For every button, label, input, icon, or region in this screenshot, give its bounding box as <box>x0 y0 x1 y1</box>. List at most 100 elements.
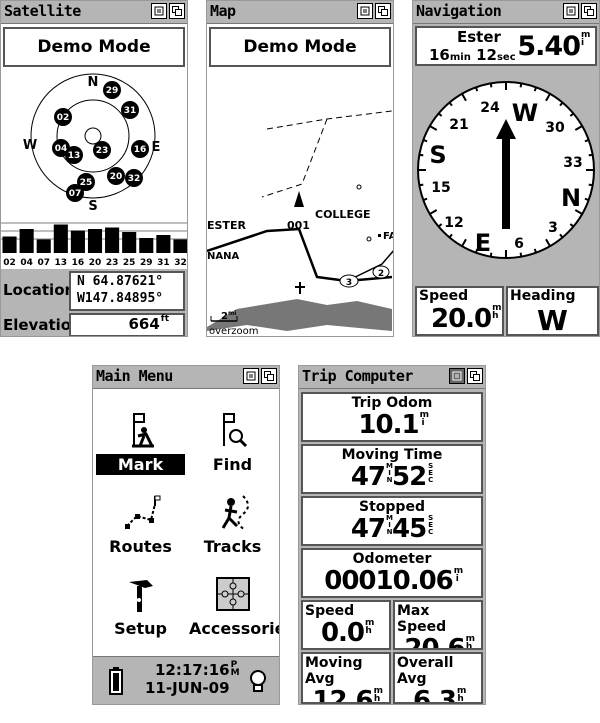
compass-tick <box>588 153 593 157</box>
compass-tick <box>419 153 424 157</box>
navigation-screen: Navigation Ester 16min 12sec 5.40mi W S … <box>412 0 600 337</box>
dial-e: E <box>475 229 491 257</box>
clock-date: 11-JUN-09 <box>145 679 230 697</box>
trip-odom-field: Trip Odom 10.1mi <box>301 392 483 442</box>
tracks-icon <box>221 495 249 531</box>
map-screen: Map Demo Mode COLLEGE ESTER NANA FA 001 … <box>206 0 394 337</box>
compass-tick <box>574 209 583 215</box>
menu-item-setup[interactable]: Setup <box>93 574 188 639</box>
sky-view: N E S W 29 31 02 04 13 23 16 25 20 32 07 <box>23 73 160 214</box>
page-menu-icon[interactable] <box>357 3 373 19</box>
svg-text:6: 6 <box>514 236 524 252</box>
heading-label: Heading <box>510 288 576 304</box>
menu-item-label: Setup <box>114 619 167 638</box>
menu-item-accessories[interactable]: Accessories <box>185 574 279 639</box>
location-label: Location <box>3 281 76 299</box>
signal-bar-label-23: 23 <box>106 258 119 267</box>
signal-bar-label-16: 16 <box>72 258 85 267</box>
speed-field: Speed 0.0mh <box>301 600 391 650</box>
page-menu-icon[interactable] <box>563 3 579 19</box>
field-value: 6.3mh <box>412 686 466 704</box>
dial-w: W <box>512 99 538 127</box>
destination-box: Ester 16min 12sec 5.40mi <box>415 26 597 66</box>
page-menu-icon[interactable] <box>151 3 167 19</box>
svg-text:23: 23 <box>96 146 109 156</box>
page-switch-icon[interactable] <box>261 368 277 384</box>
sky-north: N <box>88 75 99 90</box>
signal-bar-07 <box>36 239 51 253</box>
screen-title: Main Menu <box>96 367 173 385</box>
compass-tick <box>559 233 564 239</box>
signal-bar-20 <box>87 229 103 253</box>
svg-text:20: 20 <box>110 172 123 182</box>
clock-time: 12:17:16PM <box>155 660 240 680</box>
sat-07: 07 <box>66 184 84 202</box>
menu-item-tracks[interactable]: Tracks <box>185 492 279 557</box>
page-switch-icon[interactable] <box>169 3 185 19</box>
svg-text:02: 02 <box>57 113 70 123</box>
dial-n: N <box>561 184 581 212</box>
backlight-icon[interactable] <box>249 669 267 693</box>
overzoom-label: overzoom <box>209 326 259 337</box>
compass-tick <box>584 138 590 143</box>
elevation-row: Elevation 664ft <box>1 313 187 336</box>
sat-32: 32 <box>125 169 143 187</box>
svg-text:3: 3 <box>346 278 352 288</box>
field-value: 10.1mi <box>358 410 429 440</box>
page-menu-icon[interactable] <box>243 368 259 384</box>
page-switch-icon[interactable] <box>375 3 391 19</box>
page-switch-icon[interactable] <box>581 3 597 19</box>
menu-item-find[interactable]: Find <box>185 410 279 475</box>
bearing-pointer-icon <box>496 119 516 229</box>
signal-bar-label-02: 02 <box>3 258 16 267</box>
signal-bar-13 <box>53 224 68 253</box>
distance-value: 5.40mi <box>517 30 590 63</box>
compass-tick <box>437 223 443 228</box>
signal-bar-label-20: 20 <box>89 258 102 267</box>
max-speed-field: Max Speed 20.6mh <box>393 600 483 650</box>
signal-bar-label-07: 07 <box>37 258 50 267</box>
sat-23: 23 <box>93 141 111 159</box>
title-bar: Map <box>207 1 393 24</box>
page-menu-icon[interactable] <box>449 368 465 384</box>
overall-avg-field: Overall Avg 6.3mh <box>393 652 483 704</box>
signal-bar-29 <box>139 238 154 253</box>
svg-text:04: 04 <box>55 144 68 154</box>
sat-25: 25 <box>77 173 95 191</box>
compass-tick <box>422 138 428 143</box>
compass-tick <box>584 197 590 202</box>
compass-tick <box>474 86 479 92</box>
sat-02: 02 <box>54 108 72 126</box>
field-label: Overall Avg <box>397 655 454 687</box>
svg-text:31: 31 <box>124 106 137 116</box>
field-label: Moving Avg <box>305 655 363 687</box>
menu-item-label: Accessories <box>189 619 279 638</box>
menu-item-label: Tracks <box>203 537 262 556</box>
menu-item-routes[interactable]: Routes <box>93 492 188 557</box>
svg-text:mi: mi <box>228 310 236 317</box>
field-value: 00010.06mi <box>324 566 463 596</box>
svg-text:07: 07 <box>69 189 82 199</box>
latitude: N 64.87621° <box>77 274 164 289</box>
odometer-field: Odometer 00010.06mi <box>301 548 483 598</box>
compass-dial: W S N E 24 30 33 21 15 12 3 6 <box>417 81 595 259</box>
location-value-box: N 64.87621° W147.84895° <box>69 271 185 311</box>
sky-west: W <box>23 138 37 153</box>
field-value: 0.0mh <box>320 618 374 648</box>
dial-s: S <box>429 141 446 169</box>
map-view[interactable]: COLLEGE ESTER NANA FA 001 3 2 2 mi overz… <box>207 69 394 337</box>
satellite-screen: Satellite Demo Mode N E S W 29 31 02 04 … <box>0 0 188 337</box>
menu-item-mark[interactable]: Mark <box>93 410 188 475</box>
elevation-value-box: 664ft <box>69 313 185 336</box>
routes-icon <box>124 495 160 529</box>
compass-tick <box>474 248 479 254</box>
location-row: Location N 64.87621° W147.84895° <box>1 269 187 313</box>
compass-tick <box>437 112 443 117</box>
svg-text:25: 25 <box>80 178 93 188</box>
svg-text:2: 2 <box>378 269 384 279</box>
page-switch-icon[interactable] <box>467 368 483 384</box>
status-bar: 12:17:16PM 11-JUN-09 <box>93 656 279 704</box>
svg-text:24: 24 <box>480 100 500 116</box>
mark-icon <box>131 413 154 448</box>
